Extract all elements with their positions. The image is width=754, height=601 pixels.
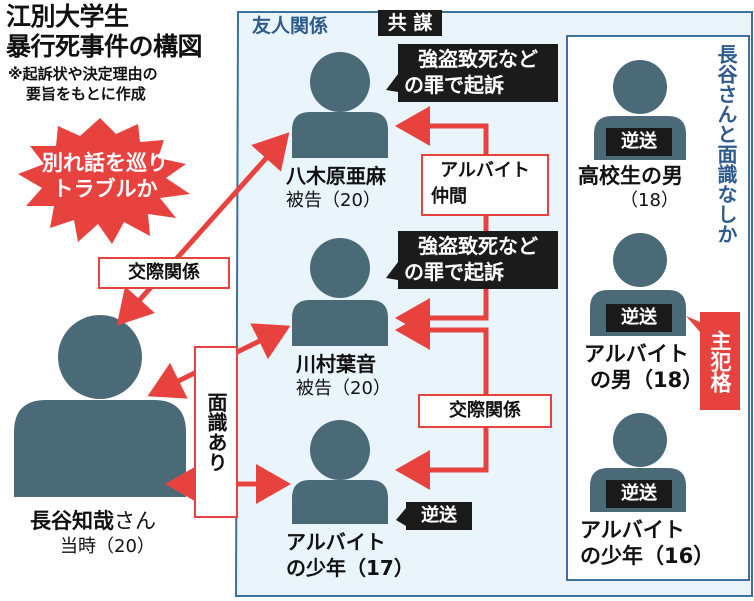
boy17-name-line-2: の少年（17） xyxy=(286,556,414,580)
hs-male-sub: （18） xyxy=(620,190,679,211)
charge-line-2: の罪で起訴 xyxy=(404,260,504,284)
source-note: ※起訴状や決定理由の 要旨をもとに作成 xyxy=(8,64,158,104)
charge-line-1: 強盗致死など xyxy=(418,234,538,258)
charge-line-2: の罪で起訴 xyxy=(404,73,504,97)
starburst-line-1: 別れ話を巡り xyxy=(42,151,168,175)
dating-arrow-left xyxy=(116,132,290,326)
conspiracy-label: 共 謀 xyxy=(378,10,442,36)
yagihara-silhouette xyxy=(292,52,388,158)
victim-silhouette xyxy=(14,315,186,497)
dating-label-left: 交際関係 xyxy=(98,257,230,289)
yagihara-name: 八木原亜麻 xyxy=(286,164,386,188)
victim-suffix: さん xyxy=(114,509,156,533)
title-line-2: 暴行死事件の構図 xyxy=(6,32,203,61)
pt-male-name-line-2: の男（18） xyxy=(590,368,704,392)
starburst-text: 別れ話を巡り トラブルか xyxy=(30,150,180,202)
hs-male-name: 高校生の男 xyxy=(578,164,683,188)
pt-male-badge: 逆送 xyxy=(606,304,672,332)
parttime-label-line-1: アルバイト xyxy=(440,160,530,181)
page-title: 江別大学生 暴行死事件の構図 xyxy=(6,2,203,62)
note-line-1: ※起訴状や決定理由の xyxy=(8,65,158,83)
starburst-line-2: トラブルか xyxy=(52,177,158,201)
boy17-silhouette xyxy=(292,420,388,524)
charge-bubble-yagihara: 強盗致死など の罪で起訴 xyxy=(398,44,558,102)
charge-bubble-tail-2 xyxy=(386,262,398,280)
boy17-badge: 逆送 xyxy=(406,502,472,530)
acquainted-label: 面識あり xyxy=(194,346,238,518)
hs-male-badge: 逆送 xyxy=(606,128,672,156)
boy17-name-line-1: アルバイト xyxy=(286,530,386,554)
pt-male-role: 主犯格 xyxy=(700,312,740,410)
parttime-label-line-2: 仲間 xyxy=(431,186,467,207)
parttime-bracket xyxy=(395,106,489,338)
charge-line-1: 強盗致死など xyxy=(418,47,538,71)
kawamura-silhouette xyxy=(292,238,388,346)
friendship-label: 友人関係 xyxy=(252,15,329,37)
victim-name-text: 長谷知哉 xyxy=(30,509,114,533)
pt-male-name-line-1: アルバイト xyxy=(584,342,689,366)
kawamura-sub: 被告（20） xyxy=(296,378,391,399)
parttime-label: アルバイト 仲間 xyxy=(421,154,549,216)
title-line-1: 江別大学生 xyxy=(6,2,129,31)
charge-bubble-tail-1 xyxy=(386,74,398,92)
charge-bubble-kawamura: 強盗致死など の罪で起訴 xyxy=(398,231,558,289)
boy16-badge: 逆送 xyxy=(606,480,672,508)
boy16-name-line-1: アルバイト xyxy=(580,518,685,542)
sosou-bubble-tail-boy17 xyxy=(396,508,406,526)
note-line-2: 要旨をもとに作成 xyxy=(26,85,146,103)
role-tail xyxy=(686,316,700,332)
dating-label-right: 交際関係 xyxy=(418,394,552,428)
yagihara-sub: 被告（20） xyxy=(286,190,381,211)
kawamura-name: 川村葉音 xyxy=(296,352,376,376)
unknown-label: 長谷さんと面識なしか xyxy=(714,44,738,244)
victim-name: 長谷知哉さん xyxy=(30,508,156,534)
victim-sub: 当時（20） xyxy=(60,536,155,557)
boy16-name-line-2: の少年（16） xyxy=(580,544,715,568)
